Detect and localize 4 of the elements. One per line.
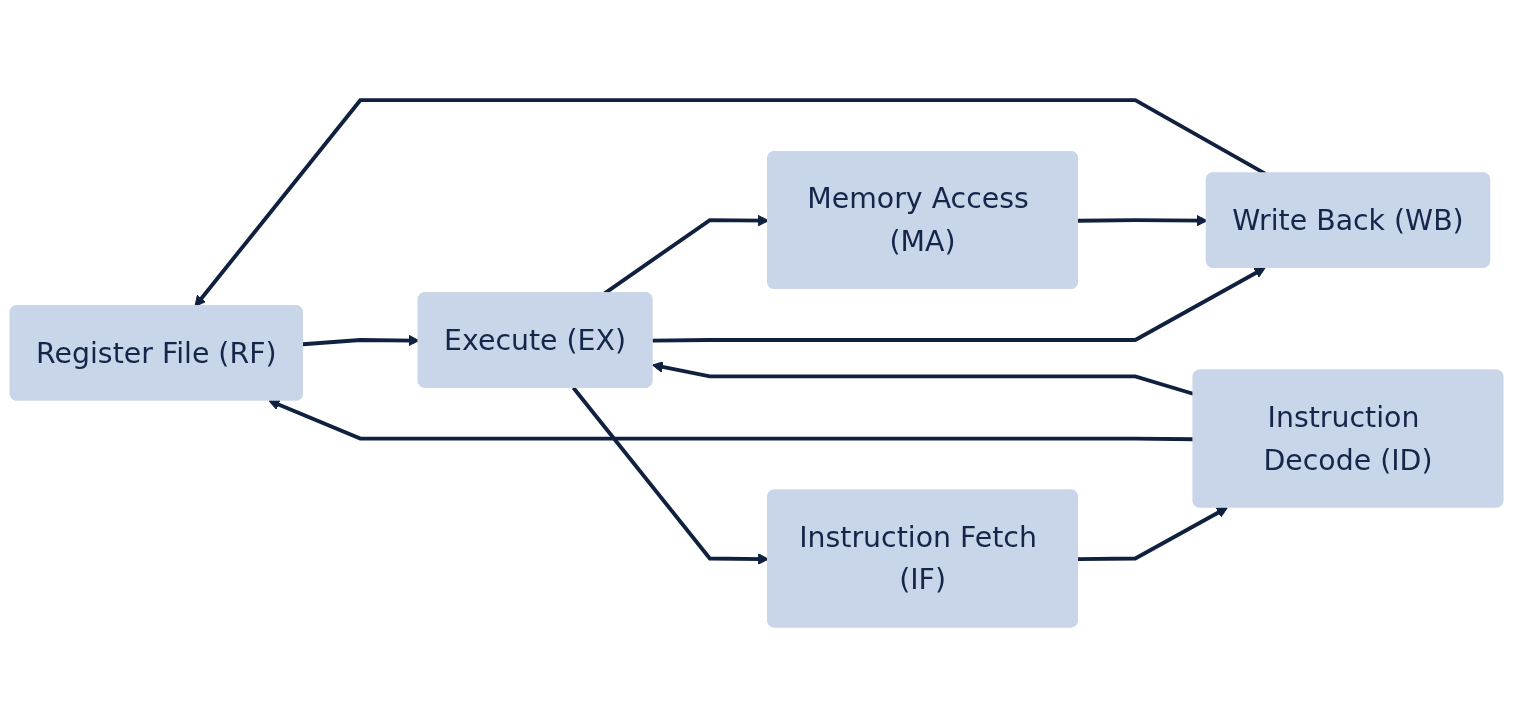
arrow [194,98,1267,307]
arrow [1077,507,1228,562]
arrow [268,399,1194,442]
arrow [652,267,1266,343]
